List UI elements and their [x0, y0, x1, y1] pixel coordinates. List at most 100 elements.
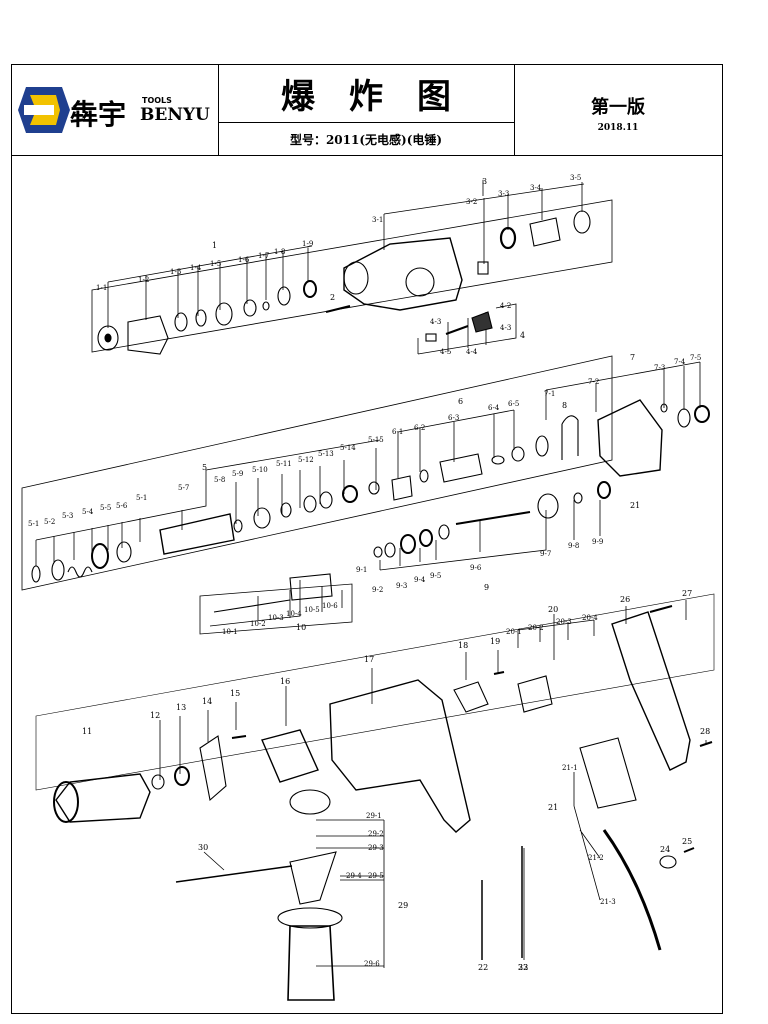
- callout-1-6: 1-6: [238, 256, 250, 264]
- part-3-3: [499, 226, 517, 250]
- callout-5-4: 5-4: [82, 508, 94, 516]
- callout-20-4: 20-4: [582, 614, 598, 622]
- callout-6: 6: [458, 397, 463, 406]
- part-4-4-spring: [445, 325, 469, 335]
- part-5-3-spring: [67, 566, 93, 578]
- part-7-1: [535, 435, 549, 457]
- brand-tools-label: TOOLS: [142, 96, 172, 105]
- part-13: [174, 766, 190, 786]
- part-1-8: [277, 286, 291, 306]
- part-9-4: [419, 529, 433, 547]
- part-1-4: [195, 309, 207, 327]
- callout-5-6: 5-6: [116, 502, 128, 510]
- part-3-4: [529, 217, 561, 247]
- callout-5-14: 5-14: [340, 444, 356, 452]
- part-4-1: [471, 311, 493, 333]
- part-10-1-wire: [213, 599, 291, 613]
- callout-5-9: 5-9: [232, 470, 243, 478]
- part-27-screw: [649, 605, 673, 613]
- brand-logo: 犇宇 TOOLS BENYU: [12, 65, 219, 155]
- benyu-logo-icon: [18, 87, 70, 133]
- callout-7-2: 7-2: [588, 378, 599, 386]
- callout-29-2: 29-2: [368, 830, 384, 838]
- part-1-7: [262, 301, 270, 311]
- part-7-2-gearbox: [597, 399, 663, 477]
- callout-29-5: 29-5: [368, 872, 384, 880]
- part-1-3: [174, 312, 188, 332]
- callout-7-4: 7-4: [674, 358, 686, 366]
- callout-7: 7: [630, 353, 635, 362]
- callout-8: 8: [562, 401, 567, 410]
- callout-3-3: 3-3: [498, 190, 509, 198]
- callout-21-2: 21-2: [588, 854, 604, 862]
- part-1-5: [215, 302, 233, 326]
- callout-18: 18: [458, 641, 468, 650]
- part-29-6-grip: [287, 925, 335, 1001]
- callout-5-12: 5-12: [298, 456, 314, 464]
- part-5-2: [51, 559, 65, 581]
- panel-gear-assembly: [21, 355, 613, 591]
- part-29-1-band: [289, 789, 331, 815]
- callout-21-3: 21-3: [600, 898, 616, 906]
- part-6-1: [391, 475, 413, 501]
- part-14-baffle: [199, 735, 227, 802]
- callout-4-5: 4-5: [440, 348, 451, 356]
- part-29-5-disc: [277, 907, 343, 929]
- callout-6-5: 6-5: [508, 400, 519, 408]
- callout-5-11: 5-11: [276, 460, 292, 468]
- callout-7-3: 7-3: [654, 364, 665, 372]
- callout-5-8: 5-8: [214, 476, 225, 484]
- callout-17: 17: [364, 655, 374, 664]
- callout-28: 28: [700, 727, 710, 736]
- part-24-clamp: [659, 855, 677, 869]
- callout-9-8: 9-8: [568, 542, 579, 550]
- part-28-screw: [699, 741, 713, 747]
- part-9-3: [400, 534, 416, 554]
- part-9-6-shaft: [455, 511, 531, 525]
- part-25-screw: [683, 847, 695, 853]
- callout-22: 22: [478, 963, 488, 972]
- callout-5-1: 5-1: [28, 520, 39, 528]
- part-7-3: [660, 403, 668, 413]
- callout-1-8: 1-8: [274, 248, 285, 256]
- part-16-stator: [261, 729, 319, 783]
- brand-name-en: BENYU: [140, 105, 210, 125]
- part-2-screw: [325, 305, 351, 313]
- part-9-7-gear: [537, 493, 559, 519]
- callout-29-3: 29-3: [368, 844, 384, 852]
- part-12: [151, 774, 165, 790]
- part-3-5: [573, 210, 591, 234]
- callout-9: 9: [484, 583, 489, 592]
- part-5-1: [31, 565, 41, 583]
- callout-3-5: 3-5: [570, 174, 581, 182]
- title-cell: 爆炸图 型号：2011(无电感)(电锤): [218, 65, 515, 155]
- callout-15: 15: [230, 689, 240, 698]
- callout-27: 27: [682, 589, 692, 598]
- part-15-screw: [231, 735, 247, 739]
- part-9-1: [373, 546, 383, 558]
- part-1-1: [97, 325, 119, 351]
- callout-4: 4: [520, 331, 525, 340]
- callout-5-3: 5-3: [62, 512, 73, 520]
- part-5-9: [253, 507, 271, 529]
- callout-10-3: 10-3: [268, 614, 284, 622]
- callout-5-1: 5-1: [136, 494, 147, 502]
- callout-6-2: 6-2: [414, 424, 425, 432]
- part-21-3-cable: [602, 829, 662, 951]
- edition-date: 2018.11: [597, 123, 639, 133]
- callout-9-3: 9-3: [396, 582, 407, 590]
- callout-5-15: 5-15: [368, 436, 384, 444]
- part-18-brush-holder: [453, 681, 489, 713]
- callout-20-3: 20-3: [556, 618, 572, 626]
- part-30-depth-rod: [175, 865, 293, 883]
- callout-19: 19: [490, 637, 500, 646]
- panel-motor: [35, 593, 715, 791]
- callout-29-4: 29-4: [346, 872, 362, 880]
- part-8-clip: [561, 415, 579, 460]
- callout-9-4: 9-4: [414, 576, 426, 584]
- callout-1-7: 1-7: [258, 252, 269, 260]
- part-5-15: [368, 481, 380, 495]
- part-9-8: [573, 492, 583, 504]
- callout-10-6: 10-6: [322, 602, 338, 610]
